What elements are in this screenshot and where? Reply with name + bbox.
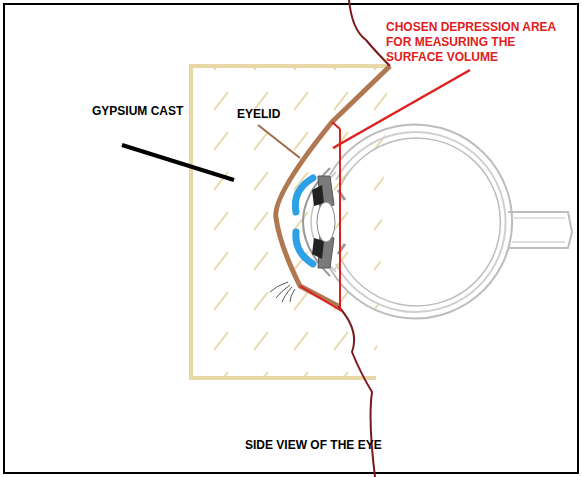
part-label: GYPSIUM CAST [92,104,183,119]
depression-area [332,122,340,129]
gypsum-cast [191,66,388,378]
eyeball [270,124,572,318]
part-label: EYELID [237,107,280,122]
face-profile [349,0,390,66]
callout-label: CHOSEN DEPRESSION AREA FOR MEASURING THE… [386,20,574,65]
eyelid [276,66,390,306]
depression-area [300,129,340,310]
frame [4,4,578,473]
leader-line [333,70,470,148]
leader-line [258,125,300,158]
leader-line [122,145,234,180]
caption: SIDE VIEW OF THE EYE [245,438,382,453]
